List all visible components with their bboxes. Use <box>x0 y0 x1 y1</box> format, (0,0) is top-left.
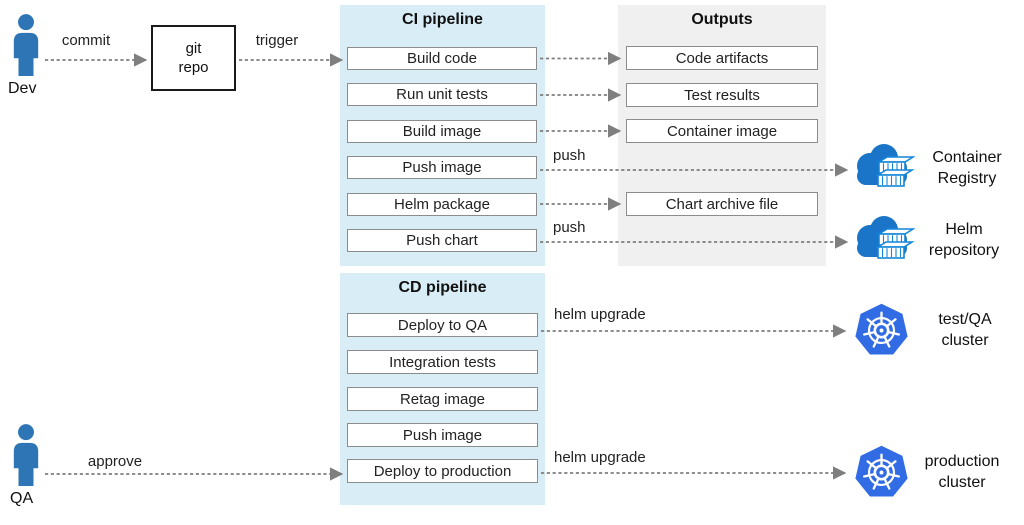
test-qa-cluster-label: test/QA cluster <box>920 309 1010 351</box>
qa-actor <box>11 423 41 494</box>
git-repo-box: git repo <box>151 25 236 91</box>
cloud-registry-icon <box>857 144 916 187</box>
ci-step-run-unit-tests: Run unit tests <box>347 83 537 106</box>
output-code-artifacts: Code artifacts <box>626 46 818 70</box>
cd-step-deploy-to-qa: Deploy to QA <box>347 313 538 337</box>
trigger-label: trigger <box>255 32 299 49</box>
ci-step-build-code: Build code <box>347 47 537 70</box>
git-repo-line2: repo <box>178 59 209 76</box>
test-qa-cluster-label-line2: cluster <box>941 332 989 349</box>
kubernetes-icon <box>855 445 908 497</box>
container-registry-label-line2: Registry <box>937 170 997 187</box>
helm-upgrade-qa-label: helm upgrade <box>554 306 646 323</box>
cd-step-deploy-to-production: Deploy to production <box>347 459 538 483</box>
ci-step-push-image: Push image <box>347 156 537 179</box>
git-repo-line1: git <box>185 40 202 57</box>
production-cluster-label-line1: production <box>924 453 1000 470</box>
test-qa-cluster-label-line1: test/QA <box>938 311 992 328</box>
output-test-results: Test results <box>626 83 818 107</box>
commit-label: commit <box>61 32 111 49</box>
push-chart-label: push <box>553 219 586 236</box>
kubernetes-icon <box>855 303 908 355</box>
cd-step-integration-tests: Integration tests <box>347 350 538 374</box>
approve-label: approve <box>87 453 143 470</box>
ci-step-build-image: Build image <box>347 120 537 143</box>
container-registry-label-line1: Container <box>932 149 1002 166</box>
output-chart-archive-file: Chart archive file <box>626 192 818 216</box>
container-registry-label: Container Registry <box>919 147 1015 189</box>
helm-upgrade-prod-label: helm upgrade <box>554 449 646 466</box>
helm-repository-label-line1: Helm <box>945 221 983 238</box>
helm-repository-label: Helm repository <box>914 219 1014 261</box>
helm-repository-label-line2: repository <box>928 242 1000 259</box>
cd-pipeline-title: CD pipeline <box>398 279 487 296</box>
ci-step-push-chart: Push chart <box>347 229 537 252</box>
cd-step-retag-image: Retag image <box>347 387 538 411</box>
dev-actor <box>11 13 41 84</box>
outputs-title: Outputs <box>691 11 753 28</box>
ci-step-helm-package: Helm package <box>347 193 537 216</box>
cd-step-push-image: Push image <box>347 423 538 447</box>
dev-actor-label: Dev <box>8 80 37 97</box>
person-icon <box>13 14 39 76</box>
output-container-image: Container image <box>626 119 818 143</box>
push-image-label: push <box>553 147 586 164</box>
production-cluster-label-line2: cluster <box>938 474 986 491</box>
qa-actor-label: QA <box>10 490 34 507</box>
cloud-registry-icon <box>857 216 916 259</box>
production-cluster-label: production cluster <box>913 451 1011 493</box>
ci-pipeline-title: CI pipeline <box>402 11 483 28</box>
person-icon <box>13 424 39 486</box>
